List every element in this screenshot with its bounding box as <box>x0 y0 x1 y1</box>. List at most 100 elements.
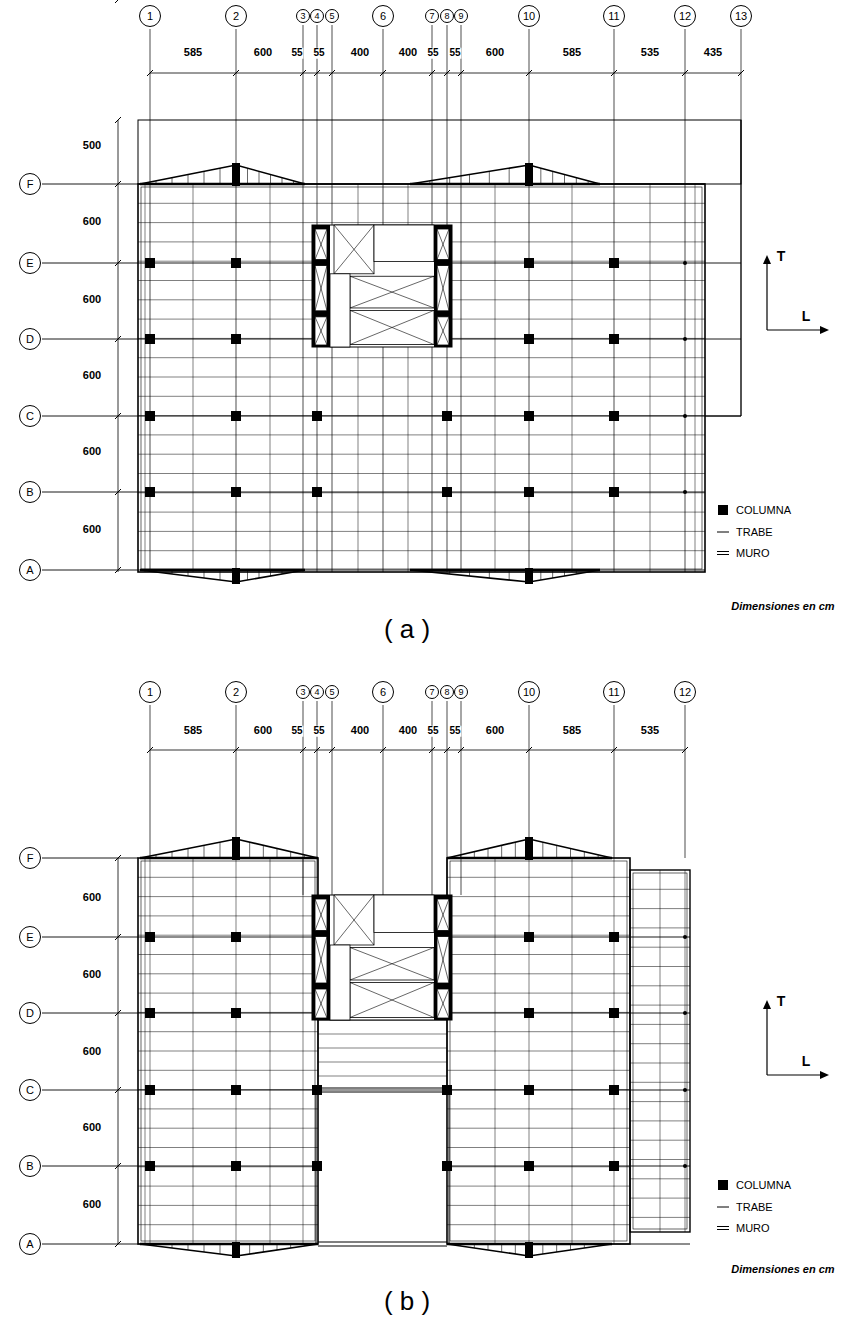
truss-web <box>460 855 461 858</box>
shaft-cross <box>334 225 374 274</box>
axis-label: 3 <box>300 688 305 697</box>
truss-web <box>509 570 510 580</box>
truss-chord <box>140 569 305 572</box>
truss-web <box>220 168 221 184</box>
truss-chord <box>410 569 600 572</box>
axis-label: 12 <box>679 687 691 698</box>
joist-line <box>447 1166 630 1167</box>
axis-label: 8 <box>444 688 449 697</box>
truss-web <box>247 168 248 184</box>
shaft-cross <box>350 310 434 344</box>
truss-web <box>188 570 189 576</box>
dimension-text: 55 <box>426 726 439 737</box>
axis-bubble: 4 <box>310 9 324 23</box>
axis-line <box>447 1166 690 1167</box>
shaft-box <box>334 225 374 274</box>
dimension-text: 600 <box>82 1199 102 1211</box>
shaft-box <box>350 276 434 308</box>
truss-web <box>515 1244 516 1254</box>
column <box>609 1008 619 1018</box>
legend-sample-shape <box>718 1180 728 1190</box>
truss-web <box>188 175 189 185</box>
column <box>312 1161 322 1171</box>
column-small <box>683 1011 687 1015</box>
shaft-cross <box>437 899 449 931</box>
core-wall <box>434 895 452 1020</box>
dimension-tick <box>738 70 744 76</box>
dimension-tick <box>115 1010 121 1016</box>
joist-line <box>138 531 705 532</box>
column <box>524 487 534 497</box>
axis-line <box>42 492 705 493</box>
dimension-tick <box>147 70 153 76</box>
joist-line <box>529 858 530 1244</box>
column <box>524 1161 534 1171</box>
legend-text: MURO <box>736 1222 770 1234</box>
joist-line <box>138 1186 318 1187</box>
truss-web <box>282 178 283 184</box>
shaft-box <box>315 937 327 984</box>
axis-bubble: A <box>19 1233 41 1255</box>
joist-line <box>138 396 705 397</box>
axis-label: 7 <box>429 12 434 21</box>
slab-outline <box>630 870 690 1232</box>
core-wall <box>312 225 330 347</box>
shaft-box <box>315 266 327 311</box>
dimension-tick <box>526 70 532 76</box>
truss-web <box>576 570 577 574</box>
axis-line <box>42 937 138 938</box>
joist-line <box>193 184 194 572</box>
joist-line <box>447 915 630 916</box>
axis-label: C <box>26 411 34 422</box>
axis-direction: T <box>776 249 787 264</box>
shaft-cross <box>437 989 449 1018</box>
column <box>442 487 452 497</box>
joist-line <box>138 993 318 994</box>
stair-box <box>330 274 350 347</box>
truss-web <box>460 1244 461 1246</box>
axis-bubble: 11 <box>603 5 625 27</box>
truss-column <box>525 568 533 584</box>
slab-outline <box>141 187 702 569</box>
joist-line <box>447 1031 630 1032</box>
truss-web <box>290 1244 291 1248</box>
truss-web <box>449 570 450 574</box>
joist-line <box>318 1076 447 1077</box>
axis-bubble: 3 <box>296 685 310 699</box>
axis-label: 9 <box>458 688 463 697</box>
axis-label: B <box>26 1161 33 1172</box>
dimension-text: 55 <box>312 726 325 737</box>
shaft-cross <box>437 266 449 311</box>
axis-bubble: 12 <box>674 681 696 703</box>
truss-web <box>515 842 516 858</box>
truss <box>140 1244 318 1256</box>
dimension-tick <box>233 70 239 76</box>
truss-web <box>540 168 541 184</box>
legend-sample <box>716 504 730 516</box>
shaft-box <box>315 229 327 260</box>
axis-line <box>383 705 384 895</box>
truss-column <box>232 1242 240 1258</box>
joist-line <box>138 1051 318 1052</box>
joist-line <box>138 935 318 936</box>
legend-sample <box>716 1179 730 1191</box>
joist-line <box>138 434 705 435</box>
dimension-text: 55 <box>290 726 303 737</box>
truss-web <box>188 849 189 859</box>
dimension-tick <box>115 260 121 266</box>
axis-label: 9 <box>458 12 463 21</box>
dimension-tick <box>458 747 464 753</box>
direction-arrow <box>763 255 771 264</box>
axis-line <box>685 705 686 858</box>
shaft-cross <box>437 317 449 345</box>
dimension-tick <box>115 489 121 495</box>
axis-bubble: B <box>19 481 41 503</box>
truss-web <box>172 1244 173 1248</box>
dimension-text: 535 <box>640 725 660 737</box>
slab-outline <box>741 120 742 416</box>
axis-label: 3 <box>300 12 305 21</box>
truss-web <box>204 845 205 858</box>
shaft-cross <box>315 317 327 345</box>
legend-row: TRABE <box>716 525 773 539</box>
dimension-text: 585 <box>183 47 203 59</box>
